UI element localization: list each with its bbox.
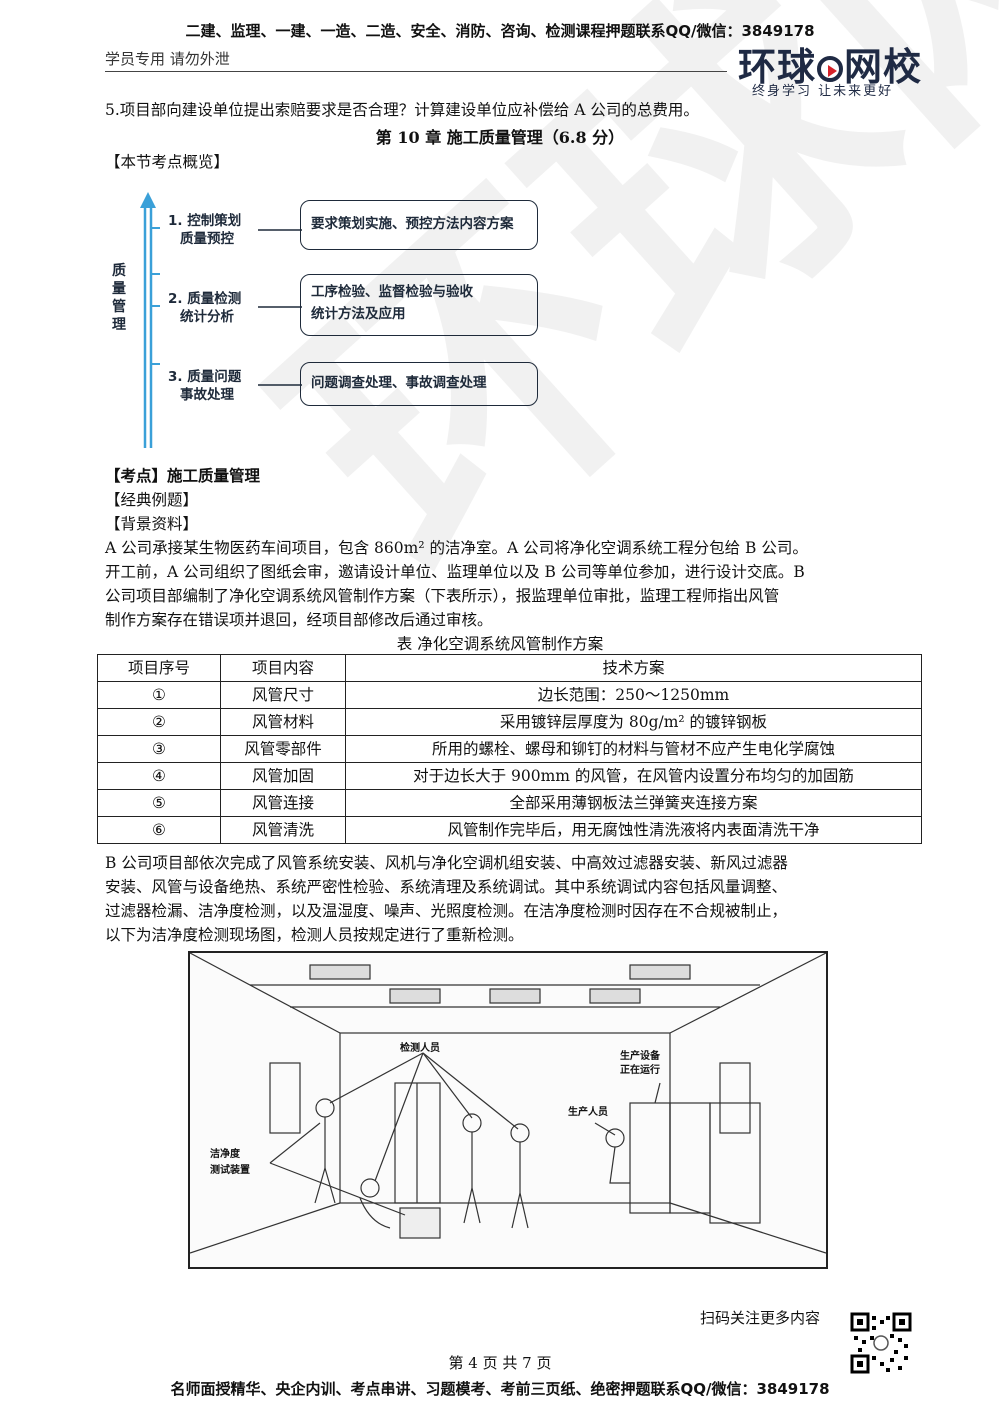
logo-slogan: 终身学习 让未来更好 xyxy=(752,84,894,99)
diagram-box-1: 要求策划实施、预控方法内容方案 xyxy=(300,200,538,250)
table-row: ⑤ 风管连接 全部采用薄钢板法兰弹簧夹连接方案 xyxy=(97,789,922,817)
box-text: 要求策划实施、预控方法内容方案 xyxy=(311,216,514,232)
top-banner: 二建、监理、一建、一造、二造、安全、消防、咨询、检测课程押题联系QQ/微信：38… xyxy=(185,22,815,40)
header-cell: 项目序号 xyxy=(97,654,221,682)
confidential-note: 学员专用 请勿外泄 xyxy=(105,50,230,68)
connector-3 xyxy=(258,384,302,386)
step-line2: 统计分析 xyxy=(180,309,234,325)
para-line: 开工前，A 公司组织了图纸会审，邀请设计单位、监理单位以及 B 公司等单位参加，… xyxy=(105,563,805,581)
diagram-step-3: 3. 质量问题 事故处理 xyxy=(168,368,241,404)
step-line1: 控制策划 xyxy=(187,213,242,229)
table-cell: 风管制作完毕后，用无腐蚀性清洗液将内表面清洗干净 xyxy=(345,816,922,844)
table-row: ④ 风管加固 对于边长大于 900mm 的风管，在风管内设置分布均匀的加固筋 xyxy=(97,762,922,790)
background-heading: 【背景资料】 xyxy=(105,515,199,533)
para-line: B 公司项目部依次完成了风管系统安装、风机与净化空调机组安装、中高效过滤器安装、… xyxy=(105,854,788,872)
diagram-step-2: 2. 质量检测 统计分析 xyxy=(168,290,241,326)
table-cell: ⑥ xyxy=(97,816,221,844)
header-rule xyxy=(105,71,727,72)
label-equipment-2: 正在运行 xyxy=(620,1063,660,1076)
background-paragraph: A 公司承接某生物医药车间项目，包含 860m² 的洁净室。A 公司将净化空调系… xyxy=(105,536,925,632)
example-heading: 【经典例题】 xyxy=(105,491,199,509)
table-cell: 风管清洗 xyxy=(220,816,346,844)
overview-label: 【本节考点概览】 xyxy=(105,153,230,171)
table-row: ① 风管尺寸 边长范围：250～1250mm xyxy=(97,681,922,709)
table-cell: 风管零部件 xyxy=(220,735,346,763)
table-row: ③ 风管零部件 所用的螺栓、螺母和铆钉的材料与管材不应产生电化学腐蚀 xyxy=(97,735,922,763)
header-cell: 项目内容 xyxy=(220,654,346,682)
step-number: 2. xyxy=(168,291,183,307)
step-number: 1. xyxy=(168,213,183,229)
label-workers: 生产人员 xyxy=(568,1105,608,1118)
step-line1: 质量问题 xyxy=(187,369,242,385)
table-cell: ④ xyxy=(97,762,221,790)
brand-logo: 环球网校 xyxy=(738,36,922,91)
table-row: ⑥ 风管清洗 风管制作完毕后，用无腐蚀性清洗液将内表面清洗干净 xyxy=(97,816,922,844)
diagram-step-1: 1. 控制策划 质量预控 xyxy=(168,212,241,248)
label-equipment-1: 生产设备 xyxy=(620,1049,661,1062)
scan-prompt: 扫码关注更多内容 xyxy=(700,1309,821,1327)
box-text: 问题调查处理、事故调查处理 xyxy=(311,375,487,391)
cleanroom-scene-figure: 检测人员 生产设备 正在运行 生产人员 洁净度 测试装置 xyxy=(188,951,828,1269)
table-cell: ⑤ xyxy=(97,789,221,817)
table-cell: 风管材料 xyxy=(220,708,346,736)
table-cell: ① xyxy=(97,681,221,709)
chapter-title: 第 10 章 施工质量管理（6.8 分） xyxy=(375,128,625,147)
play-icon xyxy=(817,56,844,82)
label-inspectors: 检测人员 xyxy=(400,1041,440,1054)
table-cell: 全部采用薄钢板法兰弹簧夹连接方案 xyxy=(345,789,922,817)
box-text-2: 统计方法及应用 xyxy=(311,306,406,322)
para-line: 公司项目部编制了净化空调系统风管制作方案（下表所示），报监理单位审批，监理工程师… xyxy=(105,587,780,605)
para-line: 制作方案存在错误项并退回，经项目部修改后通过审核。 xyxy=(105,611,493,629)
para-line: 以下为洁净度检测现场图，检测人员按规定进行了重新检测。 xyxy=(105,926,524,944)
diagram-box-2: 工序检验、监督检验与验收 统计方法及应用 xyxy=(300,274,538,336)
connector-1 xyxy=(258,229,302,231)
para-line: 过滤器检漏、洁净度检测，以及温湿度、噪声、光照度检测。在洁净度检测时因存在不合规… xyxy=(105,902,788,920)
qr-code-icon[interactable] xyxy=(850,1312,912,1374)
step-line2: 质量预控 xyxy=(180,231,234,247)
process-paragraph: B 公司项目部依次完成了风管系统安装、风机与净化空调机组安装、中高效过滤器安装、… xyxy=(105,851,925,947)
table-header-row: 项目序号 项目内容 技术方案 xyxy=(97,654,922,682)
table-cell: 风管加固 xyxy=(220,762,346,790)
table-cell: 风管连接 xyxy=(220,789,346,817)
label-device-2: 测试装置 xyxy=(210,1163,250,1176)
step-line1: 质量检测 xyxy=(187,291,242,307)
question-5: 5.项目部向建设单位提出索赔要求是否合理？计算建设单位应补偿给 A 公司的总费用… xyxy=(105,101,699,119)
table-cell: 对于边长大于 900mm 的风管，在风管内设置分布均匀的加固筋 xyxy=(345,762,922,790)
diagram-box-3: 问题调查处理、事故调查处理 xyxy=(300,362,538,406)
logo-part2: 网校 xyxy=(844,45,923,89)
diagram-axis-label: 质量管理 xyxy=(112,263,126,333)
table-cell: 采用镀锌层厚度为 80g/m² 的镀锌钢板 xyxy=(345,708,922,736)
box-text-1: 工序检验、监督检验与验收 xyxy=(311,284,473,300)
footer-banner: 名师面授精华、央企内训、考点串讲、习题模考、考前三页纸、绝密押题联系QQ/微信：… xyxy=(170,1380,830,1398)
table-cell: 所用的螺栓、螺母和铆钉的材料与管材不应产生电化学腐蚀 xyxy=(345,735,922,763)
para-line: 安装、风管与设备绝热、系统严密性检验、系统清理及系统调试。其中系统调试内容包括风… xyxy=(105,878,788,896)
table-cell: ③ xyxy=(97,735,221,763)
label-device-1: 洁净度 xyxy=(210,1147,241,1160)
cleanroom-illustration: 检测人员 生产设备 正在运行 生产人员 洁净度 测试装置 xyxy=(189,952,827,1254)
diagram-axis xyxy=(140,192,160,448)
table-caption: 表 净化空调系统风管制作方案 xyxy=(396,635,604,653)
step-number: 3. xyxy=(168,369,183,385)
section-headings: 【考点】施工质量管理 【经典例题】 【背景资料】 xyxy=(105,464,260,536)
logo-part1: 环球 xyxy=(738,45,817,89)
step-line2: 事故处理 xyxy=(180,387,234,403)
page-number: 第 4 页 共 7 页 xyxy=(448,1354,552,1372)
table-cell: ② xyxy=(97,708,221,736)
table-cell: 边长范围：250～1250mm xyxy=(345,681,922,709)
para-line: A 公司承接某生物医药车间项目，包含 860m² 的洁净室。A 公司将净化空调系… xyxy=(105,539,808,557)
connector-2 xyxy=(258,306,302,308)
kaodian-heading: 【考点】施工质量管理 xyxy=(105,466,261,485)
duct-plan-table: 项目序号 项目内容 技术方案 ① 风管尺寸 边长范围：250～1250mm ② … xyxy=(97,654,922,844)
table-cell: 风管尺寸 xyxy=(220,681,346,709)
header-cell: 技术方案 xyxy=(345,654,922,682)
table-row: ② 风管材料 采用镀锌层厚度为 80g/m² 的镀锌钢板 xyxy=(97,708,922,736)
